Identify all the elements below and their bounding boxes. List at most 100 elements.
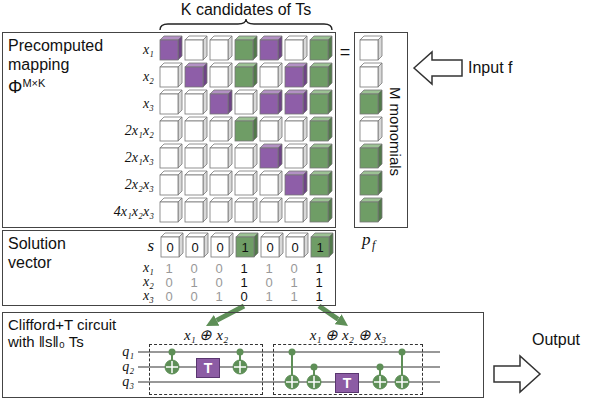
cube-front: [285, 94, 303, 114]
cnot-plus: [379, 376, 381, 388]
cnot-target: [165, 360, 179, 374]
cnot-plus: [313, 376, 315, 388]
cube-side: [378, 144, 382, 168]
cube-side: [303, 90, 307, 114]
cube-front: [235, 148, 253, 168]
cube-side: [203, 144, 207, 168]
cube-side: [228, 63, 232, 87]
cube-side: [378, 90, 382, 114]
cube-front: [186, 237, 204, 257]
cube-front: [185, 94, 203, 114]
cube-front: [360, 121, 378, 141]
equals-sign: =: [340, 42, 351, 63]
qubit-label: q₂: [122, 359, 134, 375]
cube-side: [253, 198, 257, 222]
cnot-control: [377, 364, 384, 371]
cnot-plus: [401, 376, 403, 388]
cnot-control: [399, 349, 406, 356]
monomial-label: 2x₁x₃: [125, 150, 154, 166]
cube-side: [328, 198, 332, 222]
cube-side: [328, 90, 332, 114]
brace: [160, 19, 332, 30]
cube-front: [360, 148, 378, 168]
cube-front: [161, 237, 179, 257]
panel-heading: Clifford+T circuit with ‖s‖₀ Ts: [8, 316, 118, 350]
cnot-control: [237, 349, 244, 356]
cube-front: [235, 67, 253, 87]
cube-side: [328, 117, 332, 141]
matrix-size: M×K: [22, 77, 45, 89]
cube-front: [310, 94, 328, 114]
cube-side: [278, 171, 282, 195]
bit-value: 1: [240, 261, 247, 276]
cube-front: [185, 175, 203, 195]
cube-side: [178, 36, 182, 60]
cube-side: [303, 171, 307, 195]
cube-front: [235, 94, 253, 114]
t-gate: T: [196, 358, 220, 378]
solution-cube: 1: [311, 237, 329, 257]
cube-side: [303, 198, 307, 222]
bit-value: 1: [290, 289, 297, 304]
cube-side: [228, 171, 232, 195]
cube-side: [203, 117, 207, 141]
cube-side: [328, 171, 332, 195]
cube-front: [260, 94, 278, 114]
variable-label: x₁: [143, 260, 154, 276]
cube-side: [228, 198, 232, 222]
parity-block: x₁ ⊕ x₂ ⊕ x₃T: [273, 327, 423, 395]
cube-side: [329, 233, 333, 257]
cube-front: [210, 121, 228, 141]
cube-front: [310, 175, 328, 195]
cube-side: [179, 233, 183, 257]
cube-side: [279, 233, 283, 257]
cube-side: [253, 144, 257, 168]
matrix-symbol: ΦM×K: [8, 77, 45, 97]
cube-front: [160, 175, 178, 195]
bit-value: 1: [265, 289, 272, 304]
qubit-wire: [138, 366, 440, 367]
cnot-target: [395, 375, 409, 389]
cube-front: [236, 237, 254, 257]
cube-side: [228, 144, 232, 168]
cube-side: [378, 171, 382, 195]
cube-front: [235, 40, 253, 60]
cube-side: [203, 36, 207, 60]
cube-side: [278, 63, 282, 87]
bit-value: 0: [165, 275, 172, 290]
t-gate: T: [335, 373, 359, 393]
solution-value: 0: [186, 237, 204, 257]
cube-front: [310, 40, 328, 60]
output-label: Output: [532, 331, 580, 349]
bit-value: 0: [265, 275, 272, 290]
cube-front: [210, 175, 228, 195]
cube-side: [178, 90, 182, 114]
cube-front: [260, 67, 278, 87]
cube-front: [260, 202, 278, 222]
vector-name: p: [362, 230, 371, 250]
cube-front: [210, 67, 228, 87]
cube-front: [285, 67, 303, 87]
cube-side: [278, 144, 282, 168]
cube-front: [211, 237, 229, 257]
cube-front: [285, 148, 303, 168]
bit-value: 1: [290, 275, 297, 290]
cube-side: [278, 36, 282, 60]
cube-side: [253, 90, 257, 114]
cnot-control: [169, 349, 176, 356]
cube-side: [253, 117, 257, 141]
cube-side: [229, 233, 233, 257]
cube-front: [360, 94, 378, 114]
solution-value: 0: [261, 237, 279, 257]
cube-side: [228, 36, 232, 60]
cube-side: [278, 117, 282, 141]
cube-side: [378, 198, 382, 222]
vector-name: s: [147, 236, 154, 256]
parity-label: x₁ ⊕ x₂: [149, 327, 263, 343]
monomial-label: 2x₂x₃: [125, 177, 154, 193]
monomial-label: x₂: [143, 69, 154, 85]
solution-value: 1: [236, 237, 254, 257]
bit-value: 0: [165, 289, 172, 304]
cube-side: [203, 198, 207, 222]
